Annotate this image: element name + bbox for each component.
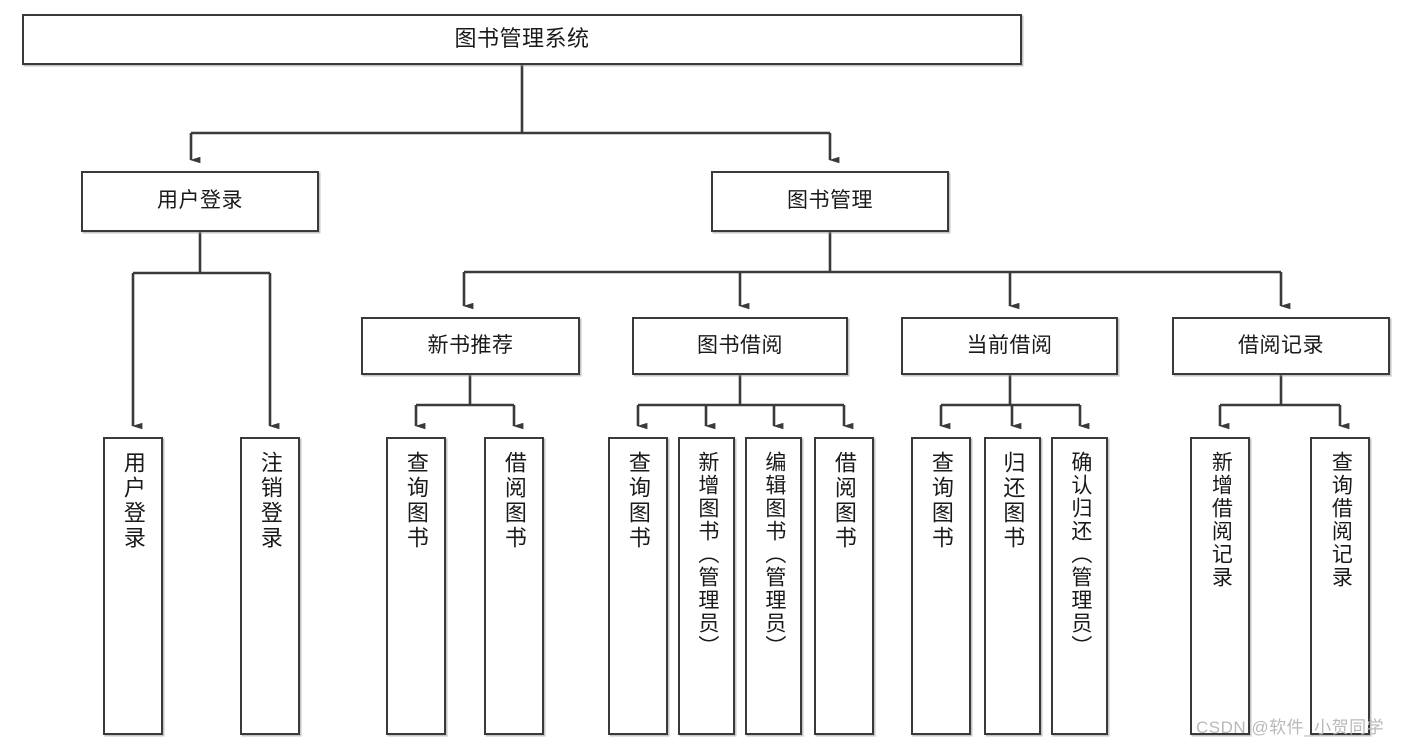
node-leaf-confirm-return-admin-label: 确认归还（管理员）: [1068, 451, 1092, 658]
node-book-borrow-label: 图书借阅: [697, 333, 783, 357]
node-leaf-logout[interactable]: 注销登录: [240, 437, 300, 735]
node-leaf-borrow-book-2[interactable]: 借阅图书: [814, 437, 874, 735]
node-book-borrow[interactable]: 图书借阅: [632, 317, 848, 375]
node-leaf-logout-label: 注销登录: [257, 451, 283, 551]
node-leaf-query-book-3[interactable]: 查询图书: [911, 437, 971, 735]
node-leaf-user-login-label: 用户登录: [120, 451, 146, 551]
node-borrow-record-label: 借阅记录: [1238, 333, 1324, 357]
node-leaf-add-book-admin[interactable]: 新增图书（管理员）: [678, 437, 735, 735]
node-leaf-borrow-book-1[interactable]: 借阅图书: [484, 437, 544, 735]
node-leaf-add-borrow-record-label: 新增借阅记录: [1209, 451, 1233, 589]
node-user-login-label: 用户登录: [157, 189, 243, 213]
node-leaf-query-borrow-record-label: 查询借阅记录: [1329, 451, 1353, 589]
node-new-book-recommend[interactable]: 新书推荐: [361, 317, 580, 375]
node-borrow-record[interactable]: 借阅记录: [1172, 317, 1390, 375]
node-book-manage[interactable]: 图书管理: [711, 171, 949, 232]
node-leaf-confirm-return-admin[interactable]: 确认归还（管理员）: [1051, 437, 1108, 735]
node-leaf-query-book-3-label: 查询图书: [928, 451, 954, 551]
node-leaf-return-book-label: 归还图书: [1000, 451, 1026, 551]
node-leaf-borrow-book-2-label: 借阅图书: [831, 451, 857, 551]
node-book-manage-label: 图书管理: [787, 189, 873, 213]
node-leaf-return-book[interactable]: 归还图书: [984, 437, 1041, 735]
node-leaf-query-book-2-label: 查询图书: [625, 451, 651, 551]
node-leaf-query-book-1-label: 查询图书: [403, 451, 429, 551]
node-root[interactable]: 图书管理系统: [22, 14, 1022, 65]
csdn-watermark: CSDN @软件_小贺同学: [1196, 718, 1385, 737]
node-leaf-edit-book-admin-label: 编辑图书（管理员）: [762, 451, 786, 658]
node-leaf-query-book-2[interactable]: 查询图书: [608, 437, 668, 735]
node-leaf-query-book-1[interactable]: 查询图书: [386, 437, 446, 735]
node-leaf-edit-book-admin[interactable]: 编辑图书（管理员）: [745, 437, 802, 735]
node-new-book-recommend-label: 新书推荐: [427, 333, 514, 357]
node-current-borrow[interactable]: 当前借阅: [901, 317, 1118, 375]
node-leaf-add-borrow-record[interactable]: 新增借阅记录: [1190, 437, 1250, 735]
node-root-label: 图书管理系统: [454, 26, 590, 52]
node-leaf-user-login[interactable]: 用户登录: [103, 437, 163, 735]
node-leaf-borrow-book-1-label: 借阅图书: [501, 451, 527, 551]
node-leaf-add-book-admin-label: 新增图书（管理员）: [695, 451, 719, 658]
node-leaf-query-borrow-record[interactable]: 查询借阅记录: [1310, 437, 1370, 735]
node-current-borrow-label: 当前借阅: [966, 333, 1053, 357]
node-user-login[interactable]: 用户登录: [81, 171, 319, 232]
